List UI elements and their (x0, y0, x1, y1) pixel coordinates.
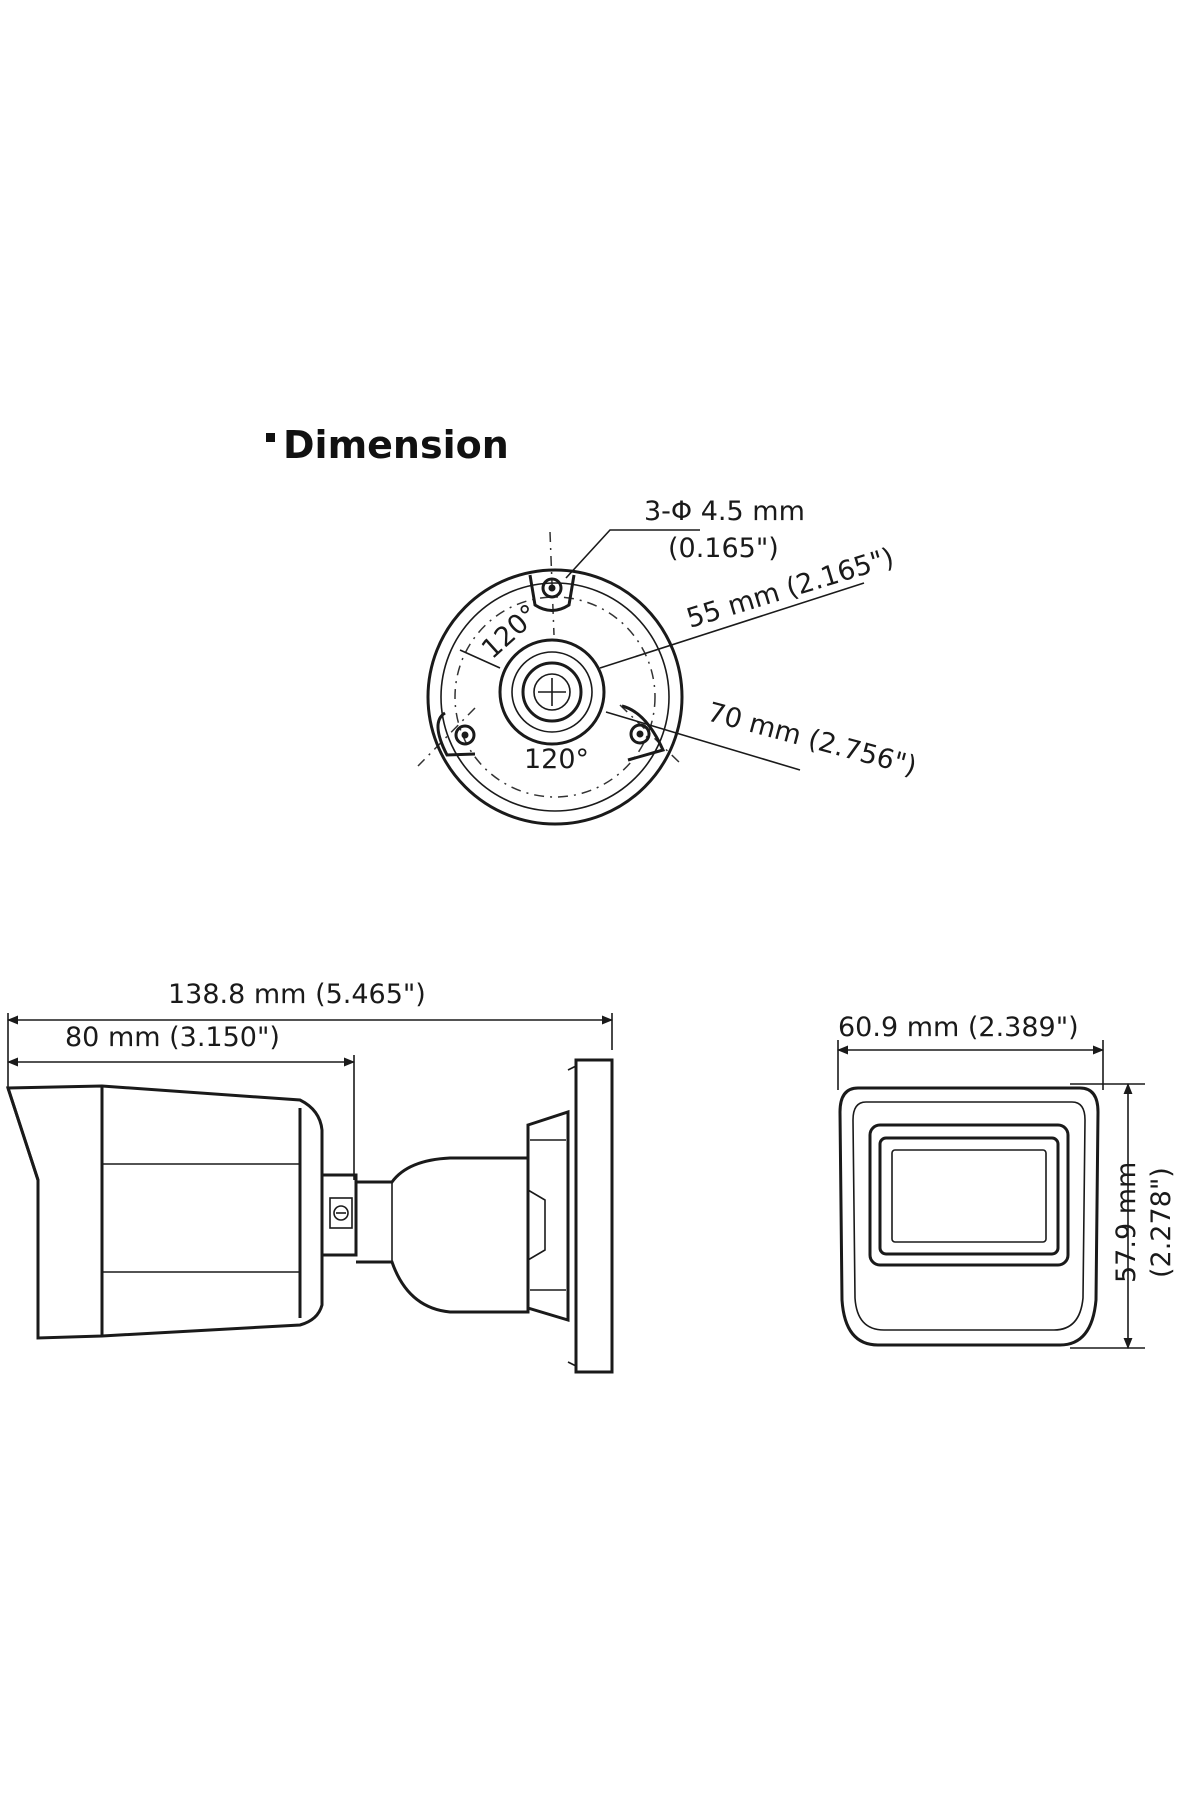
screw-hole-right (621, 704, 666, 762)
base-outer-ring (426, 568, 684, 826)
front-view: 60.9 mm (2.389") 57.9 mm (2.278") (836, 1012, 1177, 1350)
screw-hole-top (528, 574, 576, 612)
screw-hole-left (436, 711, 476, 757)
page-title: Dimension (283, 423, 509, 467)
angle-bottom-label: 120° (524, 744, 589, 775)
title-bullet (266, 433, 275, 442)
side-view: 138.8 mm (5.465") 80 mm (3.150") (5, 979, 614, 1374)
mount-base-view: 3-Φ 4.5 mm (0.165") 55 mm (2.165") 70 mm… (417, 496, 920, 826)
title-group: Dimension (266, 423, 509, 467)
bracket-arm (356, 1156, 530, 1314)
outer-diameter-label: 70 mm (2.756") (704, 697, 920, 783)
front-housing (838, 1086, 1100, 1347)
front-height-label: 57.9 mm (1111, 1162, 1142, 1283)
hole-size-label: 3-Φ 4.5 mm (644, 496, 805, 527)
total-length-label: 138.8 mm (5.465") (168, 979, 426, 1010)
front-width-label: 60.9 mm (2.389") (838, 1012, 1079, 1043)
body-length-label: 80 mm (3.150") (65, 1022, 280, 1053)
camera-housing (5, 1084, 324, 1340)
front-lens-window (878, 1136, 1060, 1256)
front-height-inch-label: (2.278") (1146, 1167, 1177, 1278)
mount-plate (574, 1058, 614, 1374)
hole-size-inch-label: (0.165") (668, 533, 779, 564)
